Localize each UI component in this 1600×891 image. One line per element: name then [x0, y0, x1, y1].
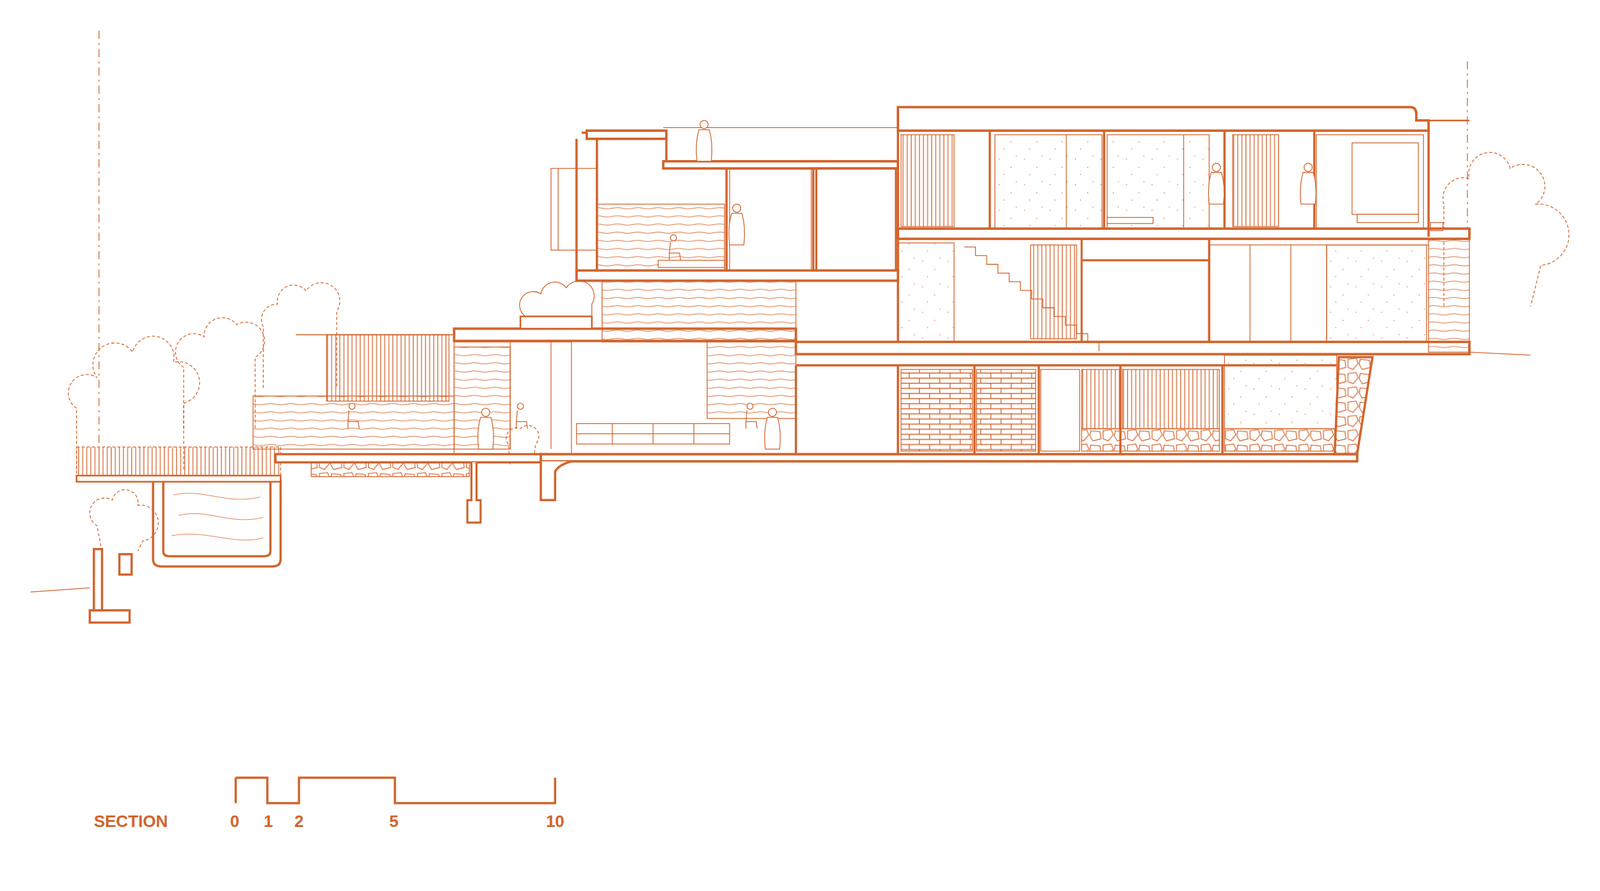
retaining-wall: [1334, 357, 1373, 454]
pool: [152, 479, 281, 567]
stone-wall: [1081, 428, 1220, 452]
scale-number: 1: [263, 812, 273, 830]
section-drawing: [30, 30, 1570, 804]
brick-wall: [901, 369, 973, 452]
boundary-line: [1466, 61, 1468, 235]
room-wall: [1316, 135, 1424, 230]
floor-slab: [897, 228, 1470, 239]
roof-slab: [897, 106, 1429, 131]
pier: [467, 462, 481, 523]
middle-walls: [1081, 236, 1209, 342]
stone-wall: [311, 462, 470, 477]
floor-slab: [540, 454, 1358, 462]
fence: [76, 446, 281, 476]
concrete-wall: [897, 243, 955, 343]
pavilion: [454, 341, 572, 454]
people: [348, 120, 1317, 449]
floor-slab: [796, 341, 1470, 354]
bed: [1107, 217, 1154, 224]
stone-wall: [1224, 428, 1335, 452]
bed: [1357, 214, 1419, 223]
screen: [1232, 135, 1279, 227]
deck: [76, 475, 281, 482]
drawing-title: SECTION: [94, 812, 169, 830]
lower-walls: [796, 365, 1337, 455]
screen: [1081, 369, 1121, 429]
footing: [540, 461, 572, 501]
timber-wall: [252, 396, 454, 450]
footing-wall: [94, 549, 103, 611]
footing: [119, 554, 132, 575]
ground-line: [30, 587, 90, 592]
boundary-line: [98, 30, 100, 450]
scale-number: 0: [229, 812, 239, 830]
upper-left-walls: [576, 138, 814, 271]
planter-tree: [519, 280, 595, 317]
screen: [1122, 369, 1220, 429]
timber-wall: [454, 346, 511, 449]
pool-water: [171, 493, 264, 541]
stair: [964, 247, 1099, 352]
upper-walls: [897, 130, 1429, 237]
concrete-wall: [1326, 245, 1427, 342]
screen: [901, 135, 955, 227]
roof-terrace: [663, 161, 898, 169]
cantilever-window: [551, 168, 598, 251]
ground-line: [1469, 352, 1531, 356]
tree-outlines: [68, 152, 1570, 552]
door: [1040, 369, 1080, 452]
planter: [520, 316, 592, 329]
screen: [326, 334, 449, 402]
scale-number: 10: [545, 812, 565, 830]
scale-number: 2: [294, 812, 304, 830]
terrace-slab: [275, 454, 546, 463]
window: [1352, 142, 1419, 215]
timber-wall: [597, 204, 725, 271]
room-wall: [1107, 135, 1209, 230]
scale-number: 5: [389, 812, 399, 830]
timber-wall: [602, 280, 797, 343]
footing: [89, 609, 130, 623]
timber-wall: [1428, 236, 1470, 352]
room-wall: [995, 135, 1103, 230]
scale-bar: [235, 777, 555, 804]
sofa: [576, 423, 730, 445]
roof-slab: [586, 130, 667, 139]
bed: [657, 260, 725, 268]
room-wall: [816, 168, 896, 271]
floor-slab: [576, 270, 898, 281]
brick-wall: [976, 369, 1036, 452]
